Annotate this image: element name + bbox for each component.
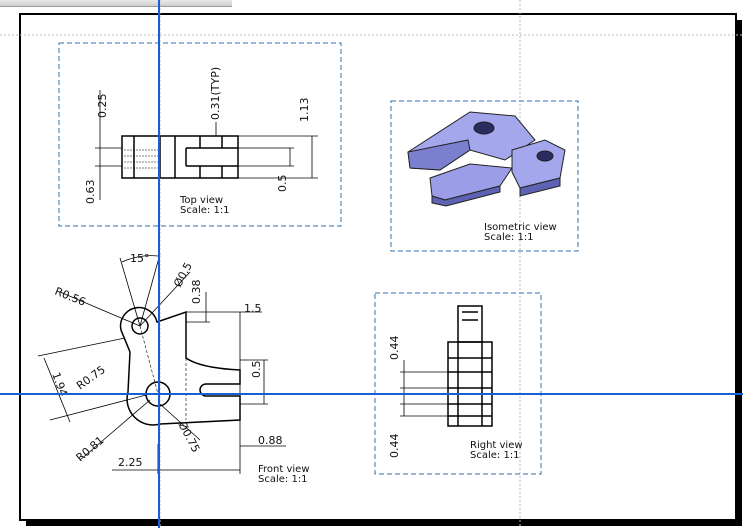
top-view-geometry	[121, 135, 239, 179]
dim-front-1-5: 1.5	[244, 302, 262, 315]
top-view-dimension-lines	[95, 90, 318, 200]
dim-top-0-63: 0.63	[84, 180, 97, 205]
dim-front-15-deg: 15°	[130, 252, 150, 265]
right-view-dimension-lines	[400, 360, 448, 417]
right-view-frame	[374, 292, 542, 475]
right-view-scale: Scale: 1:1	[470, 450, 520, 461]
dim-top-1-13: 1.13	[298, 98, 311, 123]
right-view[interactable]: 0.44 0.44 Right view Scale: 1:1	[374, 292, 542, 475]
isometric-part	[407, 111, 566, 207]
top-view[interactable]: 0.25 0.31(TYP) 1.13 0.63 0.5 Top view Sc…	[58, 42, 342, 227]
dim-front-2-25: 2.25	[118, 456, 143, 469]
top-view-scale: Scale: 1:1	[180, 205, 230, 216]
dim-top-0-25: 0.25	[96, 94, 109, 119]
front-view-scale: Scale: 1:1	[258, 474, 308, 485]
right-view-title: Right view	[470, 440, 523, 451]
top-view-frame	[58, 42, 342, 227]
front-view-title: Front view	[258, 464, 310, 475]
top-view-title: Top view	[179, 195, 223, 206]
dim-front-0-5: 0.5	[250, 361, 263, 379]
top-view-hidden-lines	[124, 149, 158, 169]
toolbar-strip	[0, 0, 232, 7]
front-view-hidden-lines	[139, 325, 187, 420]
dim-right-0-44-upper: 0.44	[388, 336, 401, 361]
dim-front-0-88: 0.88	[258, 434, 283, 447]
dim-right-0-44-lower: 0.44	[388, 434, 401, 459]
isometric-view[interactable]: Isometric view Scale: 1:1	[390, 100, 579, 252]
dim-front-0-38: 0.38	[190, 280, 203, 305]
drawing-sheet	[19, 13, 737, 521]
dim-top-0-5: 0.5	[276, 175, 289, 193]
isometric-view-title: Isometric view	[484, 222, 557, 233]
isometric-view-scale: Scale: 1:1	[484, 232, 534, 243]
dim-top-0-31-typ: 0.31(TYP)	[209, 67, 222, 120]
right-view-geometry	[447, 305, 493, 427]
